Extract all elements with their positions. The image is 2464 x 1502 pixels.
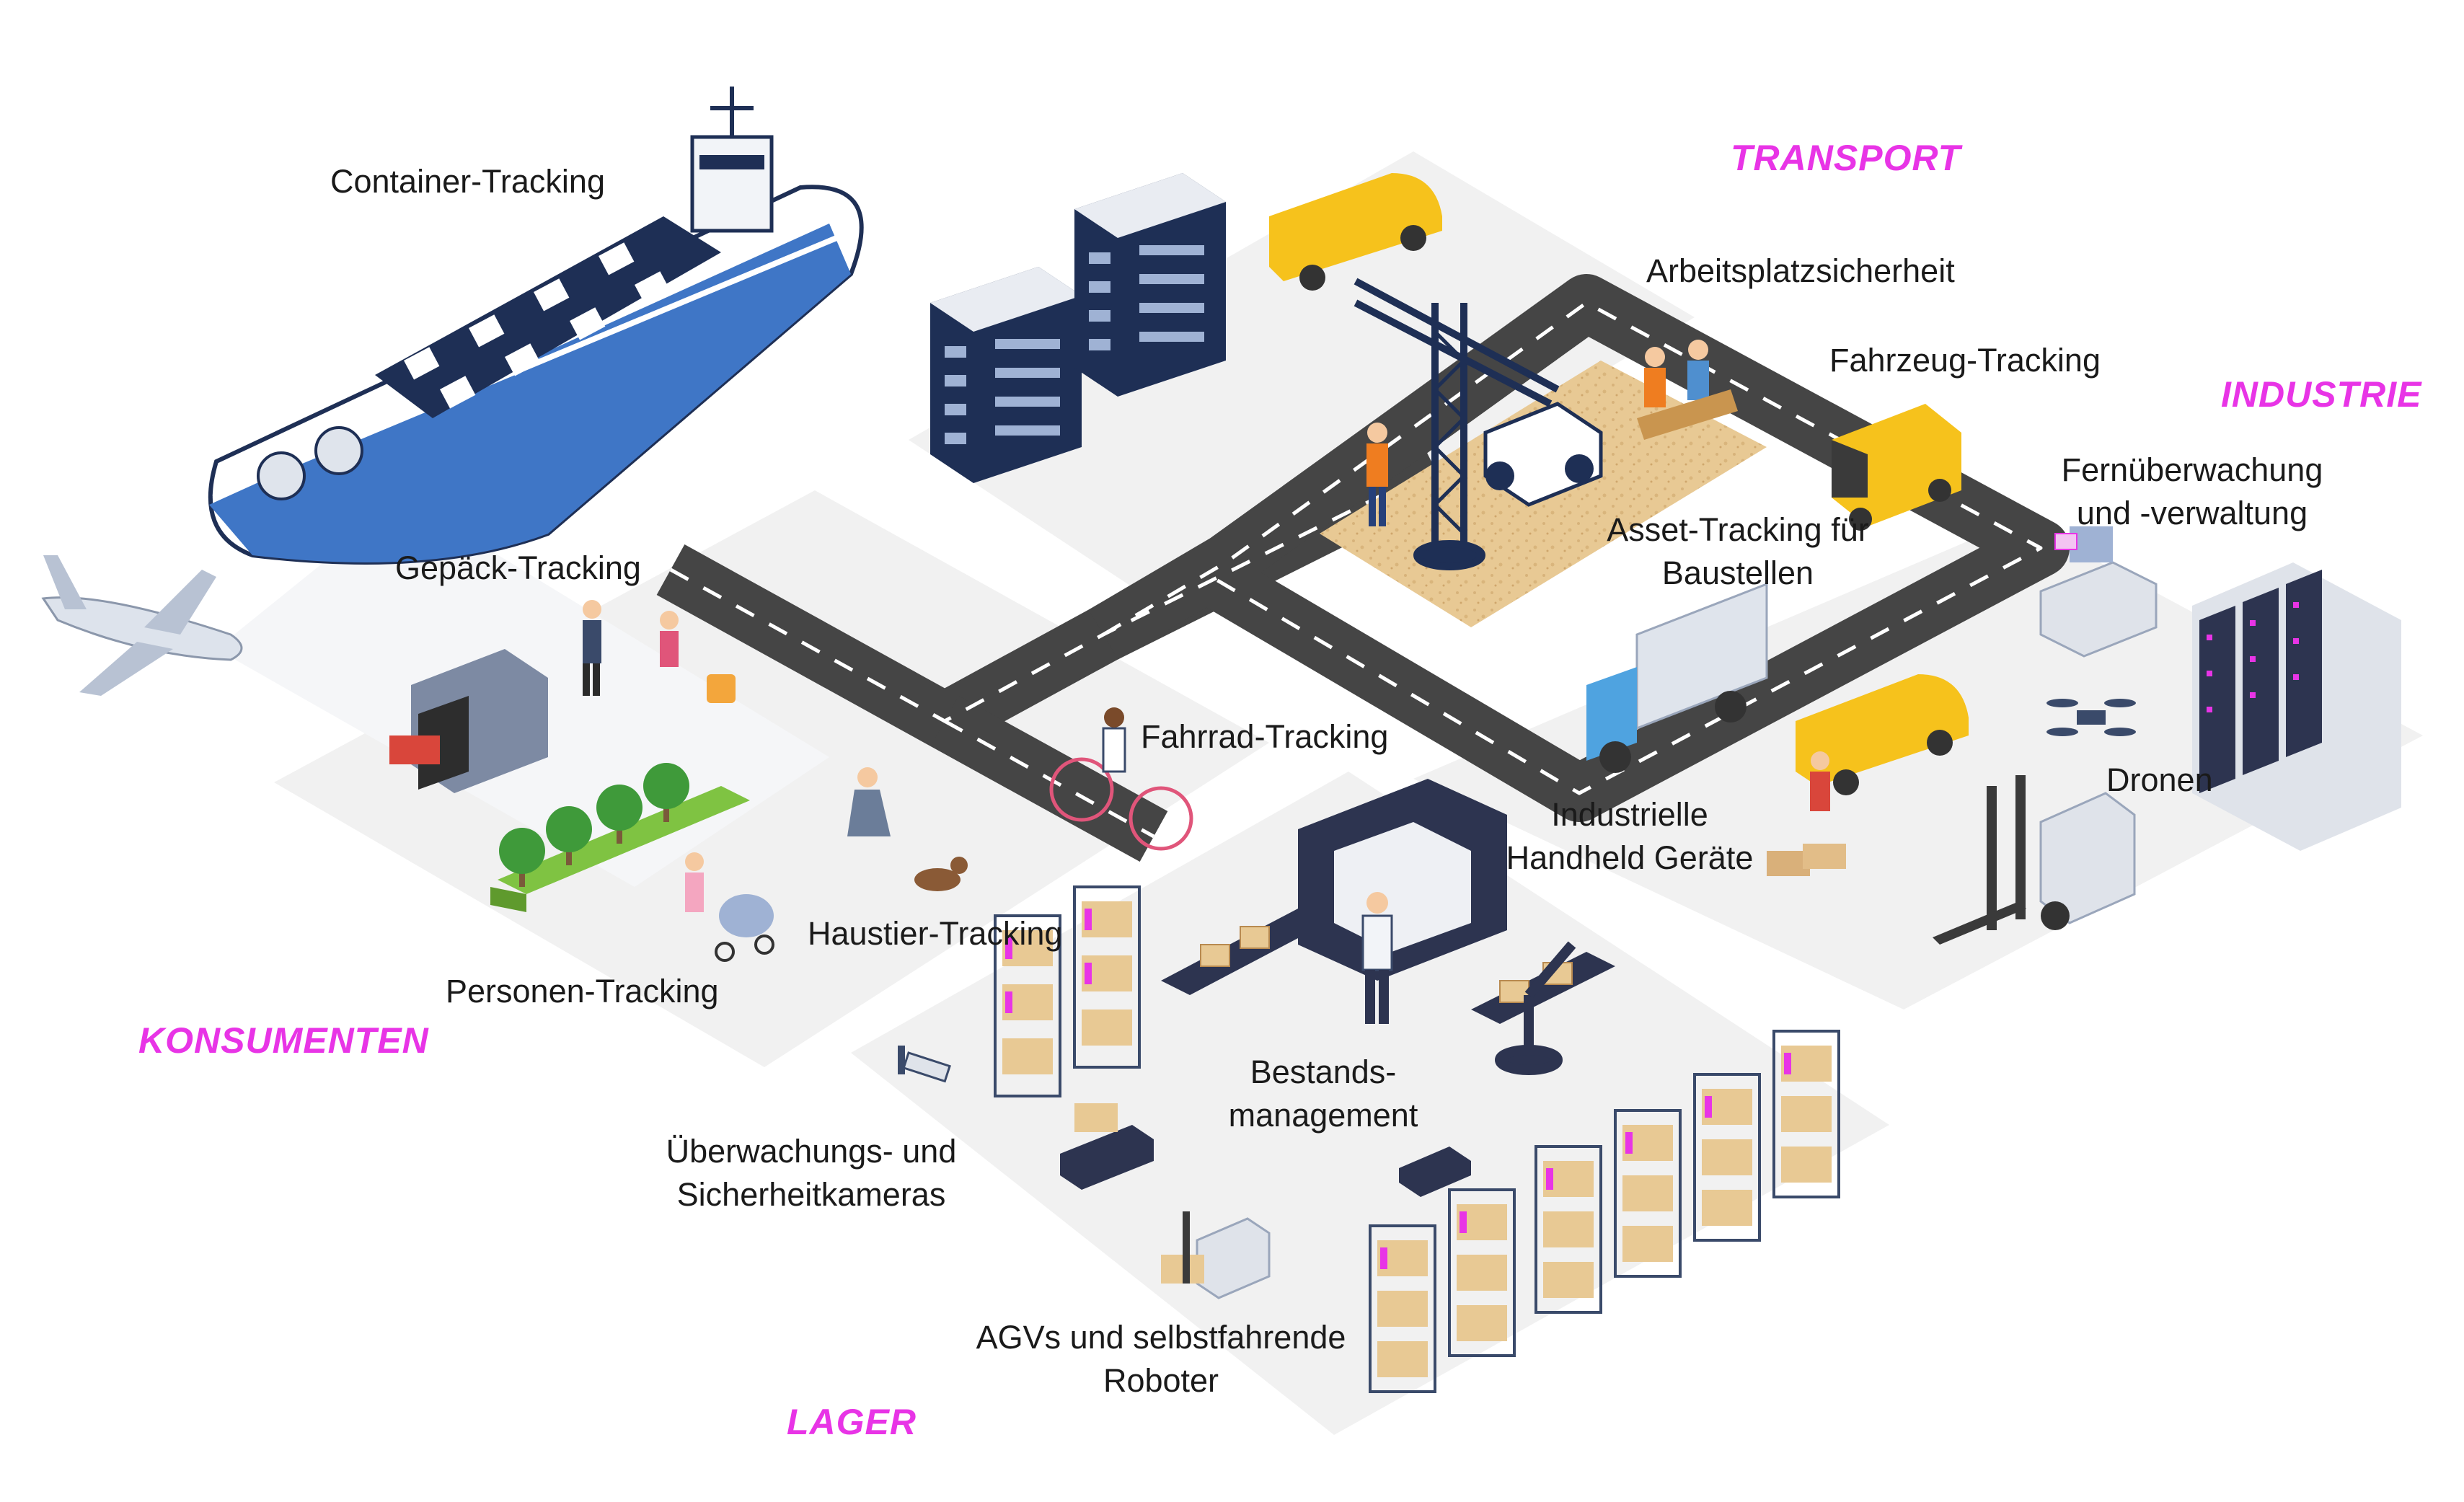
label-asset-tracking-line1: Asset-Tracking für: [1607, 511, 1869, 548]
category-konsumenten: KONSUMENTEN: [138, 1020, 429, 1061]
category-industrie: INDUSTRIE: [2221, 374, 2422, 415]
label-bestands-line1: Bestands-: [1250, 1053, 1397, 1090]
label-arbeitsplatzsicherheit: Arbeitsplatzsicherheit: [1646, 252, 1955, 289]
cargo-ship-icon: [208, 87, 864, 565]
construction-worker-icon: [1366, 340, 1738, 526]
label-fahrrad-tracking: Fahrrad-Tracking: [1141, 718, 1389, 755]
warehouse-shelf-icon: [994, 885, 1141, 1097]
forklift-icon: [1161, 1211, 1271, 1299]
security-camera-icon: [898, 1046, 951, 1083]
label-bestands-line2: management: [1228, 1097, 1418, 1134]
label-personen-tracking: Personen-Tracking: [446, 973, 719, 1010]
label-industrielle-line2: Handheld Geräte: [1506, 839, 1754, 876]
label-asset-tracking: Asset-Tracking für Baustellen: [1586, 508, 1889, 595]
forklift-icon: [1933, 775, 2136, 945]
walking-person-icon: [847, 767, 891, 836]
label-dronen: Dronen: [2106, 761, 2213, 798]
label-fernueberwachung-line1: Fernüberwachung: [2061, 451, 2323, 488]
label-fernueberwachung-line2: und -verwaltung: [2076, 495, 2308, 531]
label-ueberwachungskameras: Überwachungs- und Sicherheitkameras: [653, 1130, 970, 1216]
label-agvs-roboter: AGVs und selbstfahrende Roboter: [952, 1316, 1370, 1402]
baggage-scanner-icon: [389, 649, 548, 793]
label-industrielle-handheld: Industrielle Handheld Geräte: [1493, 793, 1767, 880]
transport-area: [909, 151, 1695, 620]
handheld-device-user-icon: [1767, 751, 1846, 876]
label-industrielle-line1: Industrielle: [1551, 796, 1708, 833]
robot-arm-icon: [1495, 941, 1576, 1075]
label-ueberwachung-line1: Überwachungs- und: [666, 1133, 957, 1170]
category-lager: LAGER: [787, 1402, 917, 1442]
traveller-icon: [583, 600, 736, 703]
warehouse-shelf-icon: [1369, 1030, 1840, 1393]
airplane-icon: [41, 555, 243, 696]
category-transport: TRANSPORT: [1731, 138, 1961, 178]
label-haustier-tracking: Haustier-Tracking: [808, 915, 1063, 952]
server-rack-icon: [2192, 562, 2401, 851]
remote-monitoring-desk-icon: [2039, 526, 2158, 658]
label-gepaeck-tracking: Gepäck-Tracking: [395, 549, 641, 586]
tree-icon: [499, 763, 689, 887]
dog-icon: [914, 857, 968, 891]
truck-icon: [1586, 582, 1768, 773]
office-building-icon: [930, 173, 1226, 483]
road-network: [656, 274, 2070, 862]
vehicle-tracking-truck-icon: [1832, 404, 1961, 531]
tower-crane-icon: [1354, 278, 1560, 570]
label-container-tracking: Container-Tracking: [330, 163, 605, 200]
agv-robot-icon: [1060, 1103, 1471, 1197]
label-ueberwachung-line2: Sicherheitkameras: [676, 1176, 946, 1213]
label-agvs-line2: Roboter: [1103, 1362, 1219, 1399]
drone-icon: [2046, 699, 2136, 736]
inventory-worker-icon: [1361, 892, 1393, 1024]
stroller-person-icon: [685, 852, 774, 962]
cyclist-icon: [1049, 707, 1193, 851]
industrie-area: [1413, 519, 2423, 1010]
label-bestandsmanagement: Bestands- management: [1211, 1051, 1435, 1137]
label-asset-tracking-line2: Baustellen: [1661, 555, 1814, 591]
delivery-van-icon: [1269, 173, 1442, 291]
label-fahrzeug-tracking: Fahrzeug-Tracking: [1829, 342, 2101, 379]
label-fernueberwachung: Fernüberwachung und -verwaltung: [2048, 449, 2336, 535]
delivery-van-icon: [1796, 674, 1969, 795]
park-strip: [490, 786, 750, 912]
site-robot-vehicle-icon: [1483, 402, 1603, 507]
label-agvs-line1: AGVs und selbstfahrende: [976, 1319, 1346, 1356]
